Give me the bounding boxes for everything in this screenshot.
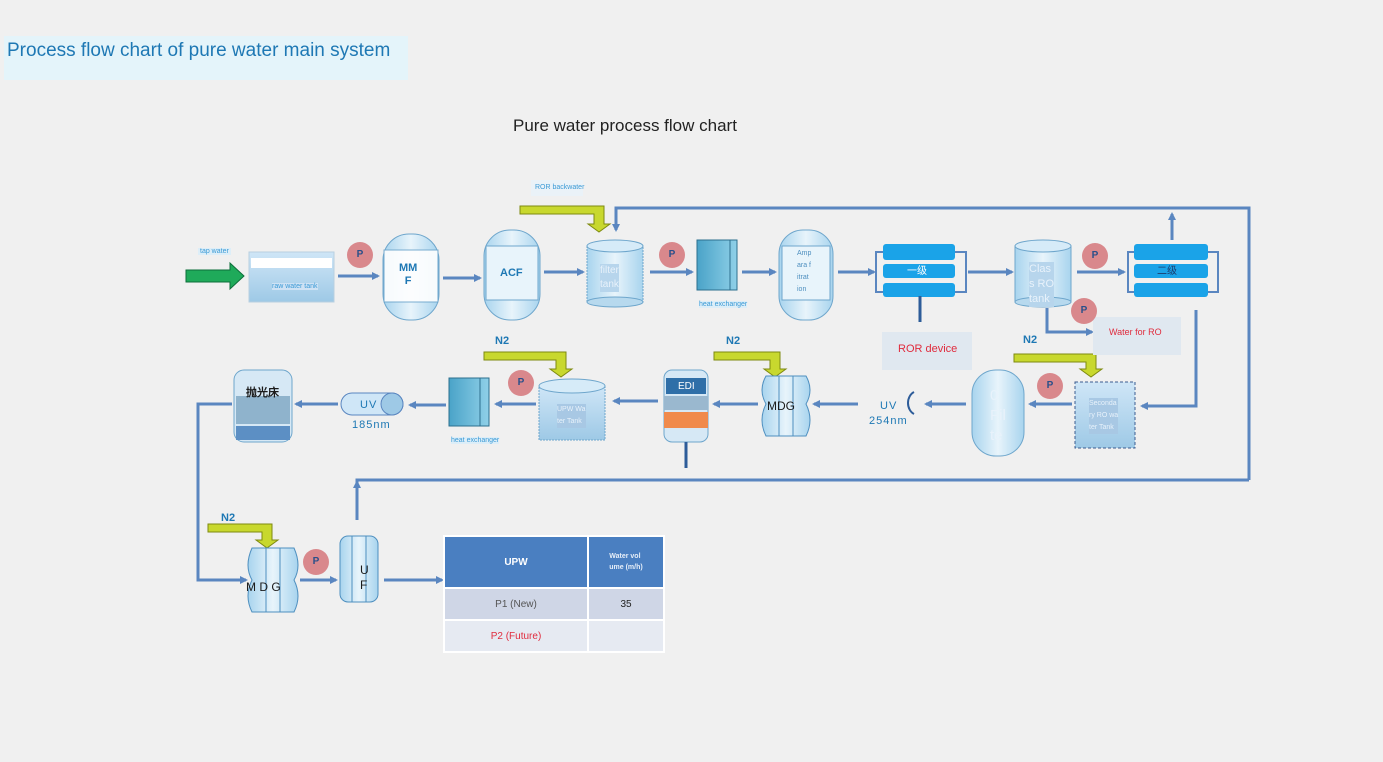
water-for-ro-box <box>1093 317 1181 355</box>
filter-tank-label: filter tank <box>600 264 619 292</box>
upw-water-tank-label: UPW Wa ter Tank <box>557 404 586 428</box>
ro-unit-2-label: 二级 <box>1157 266 1177 277</box>
table-cell-name: P2 (Future) <box>443 619 589 653</box>
mdg-1-label: MDG <box>767 399 795 413</box>
n2-label: N2 <box>726 335 741 347</box>
ror-backwater-box <box>531 180 583 196</box>
ror-device-box <box>882 332 972 370</box>
row2-flow-lines <box>196 397 1072 584</box>
water-for-ro-label: Water for RO <box>1109 327 1162 337</box>
ro-unit-2 <box>1127 244 1219 297</box>
mmf-label: MM F <box>399 262 418 287</box>
uf-label: U F <box>360 563 369 592</box>
edi-label: EDI <box>678 381 695 392</box>
ror-device-label: ROR device <box>898 343 958 355</box>
table-header-upw: UPW <box>443 535 589 589</box>
mdg-1-unit <box>761 375 811 437</box>
table-cell-value <box>587 619 665 653</box>
uv-185-label: UV <box>360 399 378 411</box>
row3-flow-lines <box>300 478 1249 584</box>
heat-exchanger-2-label: heat exchanger <box>451 437 500 444</box>
edi-unit <box>663 369 709 468</box>
polishing-bed <box>233 369 293 443</box>
acf-label: ACF <box>500 267 523 279</box>
amplification-label: Amp ara f itrat ion <box>797 250 812 293</box>
uv-254-label: UV <box>880 400 898 412</box>
page-title: Process flow chart of pure water main sy… <box>4 36 408 80</box>
n2-label: N2 <box>221 512 236 524</box>
mdg-2-label: M D G <box>246 580 281 594</box>
table-cell-name: P1 (New) <box>443 587 589 621</box>
uv-254-lamp <box>907 391 915 415</box>
ro-unit-1 <box>875 244 967 322</box>
mdg-2-unit <box>247 547 299 613</box>
n2-label: N2 <box>495 335 510 347</box>
raw-water-tank <box>248 251 335 303</box>
heat-exchanger-1-label: heat exchanger <box>699 301 748 308</box>
row1-flow-lines <box>338 206 1251 480</box>
filter-0-label: 0 Fil te <box>990 387 1006 444</box>
tap-water-label: tap water <box>198 248 231 255</box>
table-row: P2 (Future) <box>443 619 665 653</box>
heat-exchanger-2 <box>448 377 490 427</box>
filter-tank <box>586 239 644 308</box>
filter-0-vessel <box>971 369 1025 457</box>
uv-185-nm-label: 185nm <box>352 419 391 431</box>
ror-backwater-label: ROR backwater <box>535 184 585 191</box>
uf-unit <box>339 535 379 603</box>
class-ro-tank-label: Clas s RO tank <box>1029 262 1055 307</box>
upw-water-tank <box>538 378 606 441</box>
heat-exchanger-1 <box>696 239 738 291</box>
pump-icon: P <box>347 242 373 268</box>
secondary-ro-tank-label: Seconda ry RO wa ter Tank <box>1089 398 1119 434</box>
upw-volume-table: UPW Water vol ume (m/h) P1 (New) 35 P2 (… <box>443 535 665 653</box>
table-header-volume-text: Water vol ume (m/h) <box>609 553 643 571</box>
n2-arrows <box>207 205 1104 549</box>
chart-title: Pure water process flow chart <box>513 116 737 135</box>
pump-icon: P <box>508 370 534 396</box>
pump-icon: P <box>303 549 329 575</box>
pump-icon: P <box>1071 298 1097 324</box>
pump-icon: P <box>1082 243 1108 269</box>
n2-label: N2 <box>1023 334 1038 346</box>
pump-icon: P <box>659 242 685 268</box>
table-cell-value: 35 <box>587 587 665 621</box>
raw-water-tank-label: raw water tank <box>272 283 318 290</box>
tap-water-inlet-arrow <box>185 261 245 291</box>
ro-unit-1-label: 一级 <box>907 266 927 277</box>
table-row: P1 (New) 35 <box>443 587 665 621</box>
uv-185-lamp <box>340 392 404 416</box>
table-header-volume: Water vol ume (m/h) <box>587 535 665 589</box>
uv-254-nm-label: 254nm <box>869 415 908 427</box>
polishing-bed-label: 抛光床 <box>246 387 279 399</box>
pump-icon: P <box>1037 373 1063 399</box>
